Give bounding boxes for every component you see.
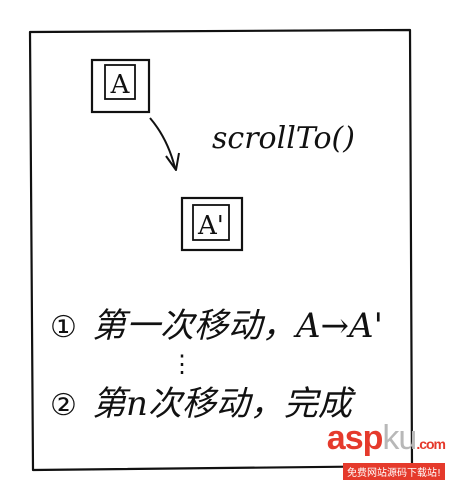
watermark-subtitle: 免费网站源码下载站! xyxy=(342,463,445,480)
site-watermark: aspku.com 免费网站源码下载站! xyxy=(326,419,446,480)
method-label: scrollTo() xyxy=(212,121,355,156)
box-a: A xyxy=(90,58,151,114)
box-a-prime-label: A' xyxy=(197,211,224,241)
step-2: ② 第n次移动，完成 xyxy=(50,384,357,424)
step-1-marker: ① xyxy=(50,310,77,345)
box-a-label: A xyxy=(110,70,131,100)
watermark-logo: aspku.com xyxy=(326,419,446,461)
ellipsis: ⋮ xyxy=(170,350,194,378)
watermark-ku: ku xyxy=(382,419,417,457)
step-2-marker: ② xyxy=(50,388,77,423)
box-a-prime: A' xyxy=(180,196,244,252)
watermark-com: .com xyxy=(416,436,446,452)
step-1: ① 第一次移动，A→A' xyxy=(50,306,383,346)
step-1-text: 第一次移动，A→A' xyxy=(92,306,383,346)
move-arrow xyxy=(149,117,180,171)
step-2-text: 第n次移动，完成 xyxy=(92,384,357,424)
watermark-asp: asp xyxy=(326,419,384,457)
